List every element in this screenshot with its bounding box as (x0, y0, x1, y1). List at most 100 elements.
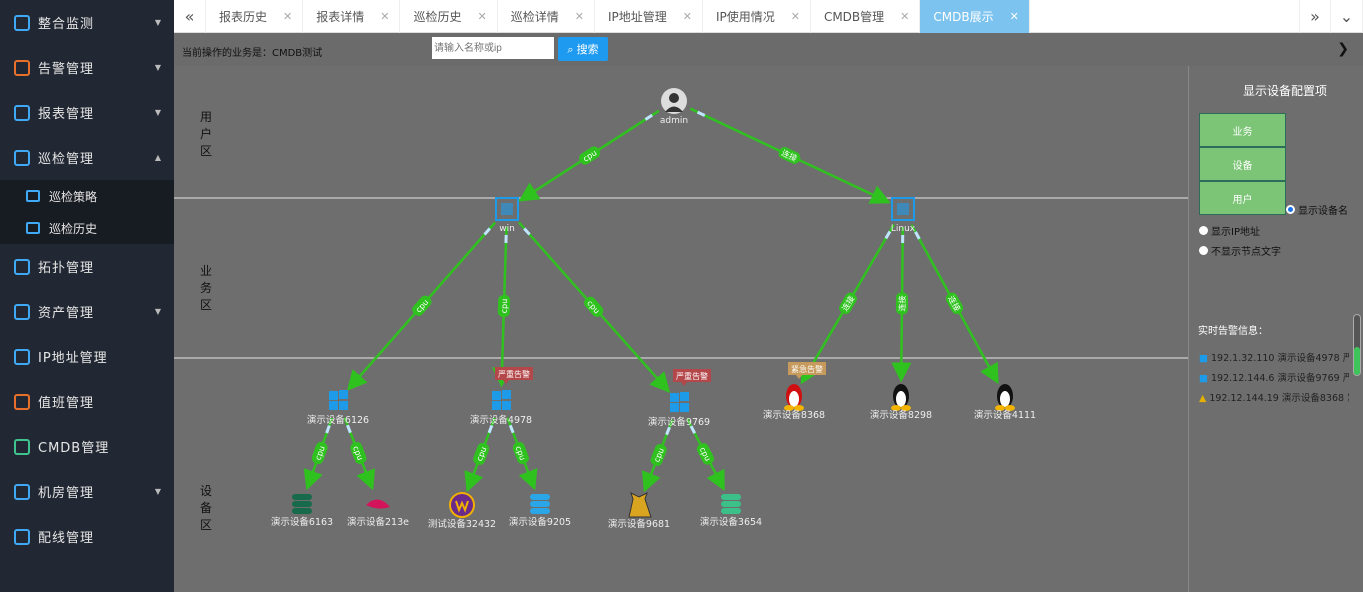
sidebar-item[interactable]: IP地址管理 (0, 334, 174, 379)
sidebar-item[interactable]: 资产管理▼ (0, 289, 174, 334)
chart-icon (14, 104, 30, 121)
close-icon[interactable]: ✕ (574, 10, 584, 23)
alert-item[interactable]: ■ 192.12.144.6 演示设备9769 严重告警 (1199, 370, 1349, 384)
node-label: 演示设备6126 (307, 414, 369, 426)
topology-edge[interactable]: 连接 (891, 226, 912, 383)
topology-edge[interactable]: 连接 (800, 223, 896, 385)
topology-node-business[interactable]: Linux (891, 197, 916, 234)
topology-node-database[interactable]: 演示设备6163 (271, 494, 333, 528)
topology-node-user[interactable]: admin (660, 88, 688, 126)
topology-edge[interactable]: cpu (518, 109, 660, 202)
close-icon[interactable]: ✕ (790, 10, 800, 23)
topology-edge[interactable]: cpu (686, 418, 725, 492)
sidebar-item[interactable]: 巡检管理▲ (0, 135, 174, 180)
topology-node-weblogic[interactable]: 测试设备32432 (428, 492, 496, 530)
topology-node-database-green[interactable]: 演示设备3654 (700, 494, 762, 528)
sidebar-item[interactable]: 拓扑管理 (0, 244, 174, 289)
topology-node-linux[interactable]: 演示设备8298 (870, 384, 932, 421)
sidebar-item[interactable]: 报表管理▼ (0, 90, 174, 135)
collapse-panel-chevron-icon[interactable]: ❯ (1337, 41, 1349, 57)
close-icon[interactable]: ✕ (682, 10, 692, 23)
tomcat-icon (628, 492, 652, 518)
alert-scrollbar[interactable] (1353, 314, 1361, 376)
topology-edge[interactable]: cpu (492, 226, 513, 388)
close-icon[interactable]: ✕ (477, 10, 487, 23)
radio-label: 显示设备名 (1298, 206, 1348, 217)
topology-node-tomcat[interactable]: 演示设备9681 (608, 492, 670, 530)
tab-label: 巡检历史 (413, 10, 462, 24)
radio-show-device-name[interactable]: 显示设备名 (1286, 202, 1348, 217)
tab[interactable]: IP地址管理 ✕ (595, 0, 703, 33)
close-icon[interactable]: ✕ (900, 10, 910, 23)
filter-business-button[interactable]: 业务 (1199, 113, 1286, 147)
alert-text: 192.12.144.19 演示设备8368 紧急告警 (1209, 393, 1349, 404)
tab-list: 报表历史✕报表详情✕巡检历史✕巡检详情✕IP地址管理✕IP使用情况✕CMDB管理… (206, 0, 1299, 33)
tab[interactable]: 报表详情✕ (303, 0, 401, 33)
search-input[interactable] (432, 37, 554, 59)
inspection-doc-icon (26, 190, 40, 202)
sidebar-item[interactable]: 值班管理 (0, 379, 174, 424)
tab-label: CMDB展示 (933, 10, 994, 24)
sidebar-item[interactable]: 告警管理▼ (0, 45, 174, 90)
current-business-label: 当前操作的业务是：CMDB测试 (182, 48, 323, 59)
topology-edge[interactable]: cpu (464, 417, 496, 493)
radio-show-ip[interactable]: 显示IP地址 (1199, 223, 1260, 238)
submenu-item[interactable]: 巡检策略 (0, 180, 174, 212)
topology-edge[interactable]: cpu (343, 417, 376, 491)
topology-node-database-blue[interactable]: 演示设备9205 (509, 494, 571, 528)
topology-node-linux[interactable]: 演示设备4111 (974, 384, 1036, 421)
close-icon[interactable]: ✕ (1009, 10, 1019, 23)
ip-icon (14, 348, 30, 365)
tabs-menu-button[interactable]: ⌄ (1331, 0, 1363, 33)
topology-edge[interactable]: cpu (641, 419, 674, 493)
edge-label-badge (512, 441, 529, 464)
topology-edge[interactable]: cpu (506, 417, 538, 491)
topology-edge[interactable]: 连接 (910, 224, 999, 385)
topology-node-business[interactable]: win (495, 197, 519, 234)
topology-edge[interactable]: 连接 (689, 107, 891, 204)
tab[interactable]: 报表历史✕ (206, 0, 304, 33)
windows-icon (329, 390, 348, 410)
sidebar-item[interactable]: CMDB管理 (0, 424, 174, 469)
tabs-scroll-left-button[interactable]: « (174, 0, 206, 33)
edge-label-badge (473, 442, 490, 465)
search-button[interactable]: ⌕ 搜索 (558, 37, 608, 61)
topology-node-windows[interactable]: 演示设备6126 (307, 390, 369, 426)
topology-node-feather[interactable]: 演示设备213e (347, 499, 409, 528)
tab-label: IP地址管理 (607, 10, 667, 24)
topology-edge[interactable]: cpu (303, 417, 334, 491)
edge-label-badge (412, 295, 432, 316)
tab[interactable]: 巡检历史 ✕ (400, 0, 498, 33)
tab[interactable]: CMDB展示 ✕ (920, 0, 1030, 33)
sidebar-item[interactable]: 整合监测▼ (0, 0, 174, 45)
caret-icon: ▼ (154, 307, 162, 316)
sidebar-item[interactable]: 机房管理▼ (0, 469, 174, 514)
topology-edge[interactable]: cpu (518, 221, 671, 393)
tabs-scroll-right-button[interactable]: » (1299, 0, 1331, 33)
windows-icon (492, 390, 511, 410)
sidebar-item-label: IP地址管理 (38, 351, 108, 366)
filter-device-button[interactable]: 设备 (1199, 147, 1286, 181)
search-label: 搜索 (576, 44, 599, 56)
topology-edge[interactable]: cpu (346, 221, 497, 391)
sidebar-item[interactable]: 配线管理 (0, 514, 174, 559)
radio-hide-text[interactable]: 不显示节点文字 (1199, 243, 1281, 258)
tab[interactable]: 巡检详情✕ (498, 0, 595, 33)
alert-item[interactable]: ▲ 192.12.144.19 演示设备8368 紧急告警 (1199, 390, 1349, 404)
close-icon[interactable]: ✕ (283, 10, 293, 23)
submenu-item[interactable]: 巡检历史 (0, 212, 174, 244)
scrollbar-thumb[interactable] (1354, 347, 1360, 375)
filter-user-button[interactable]: 用户 (1199, 181, 1286, 215)
tab[interactable]: CMDB管理✕ (811, 0, 921, 33)
close-icon[interactable]: ✕ (380, 10, 390, 23)
alert-item[interactable]: ■ 192.1.32.110 演示设备4978 严重告警 (1199, 350, 1349, 364)
tab[interactable]: IP使用情况✕ (703, 0, 811, 33)
toolbar: 当前操作的业务是：CMDB测试 ⌕ 搜索 ❯ (174, 33, 1363, 66)
radio-checked-icon (1286, 205, 1295, 214)
submenu-label: 巡检策略 (49, 189, 98, 204)
search-icon: ⌕ (567, 44, 574, 56)
